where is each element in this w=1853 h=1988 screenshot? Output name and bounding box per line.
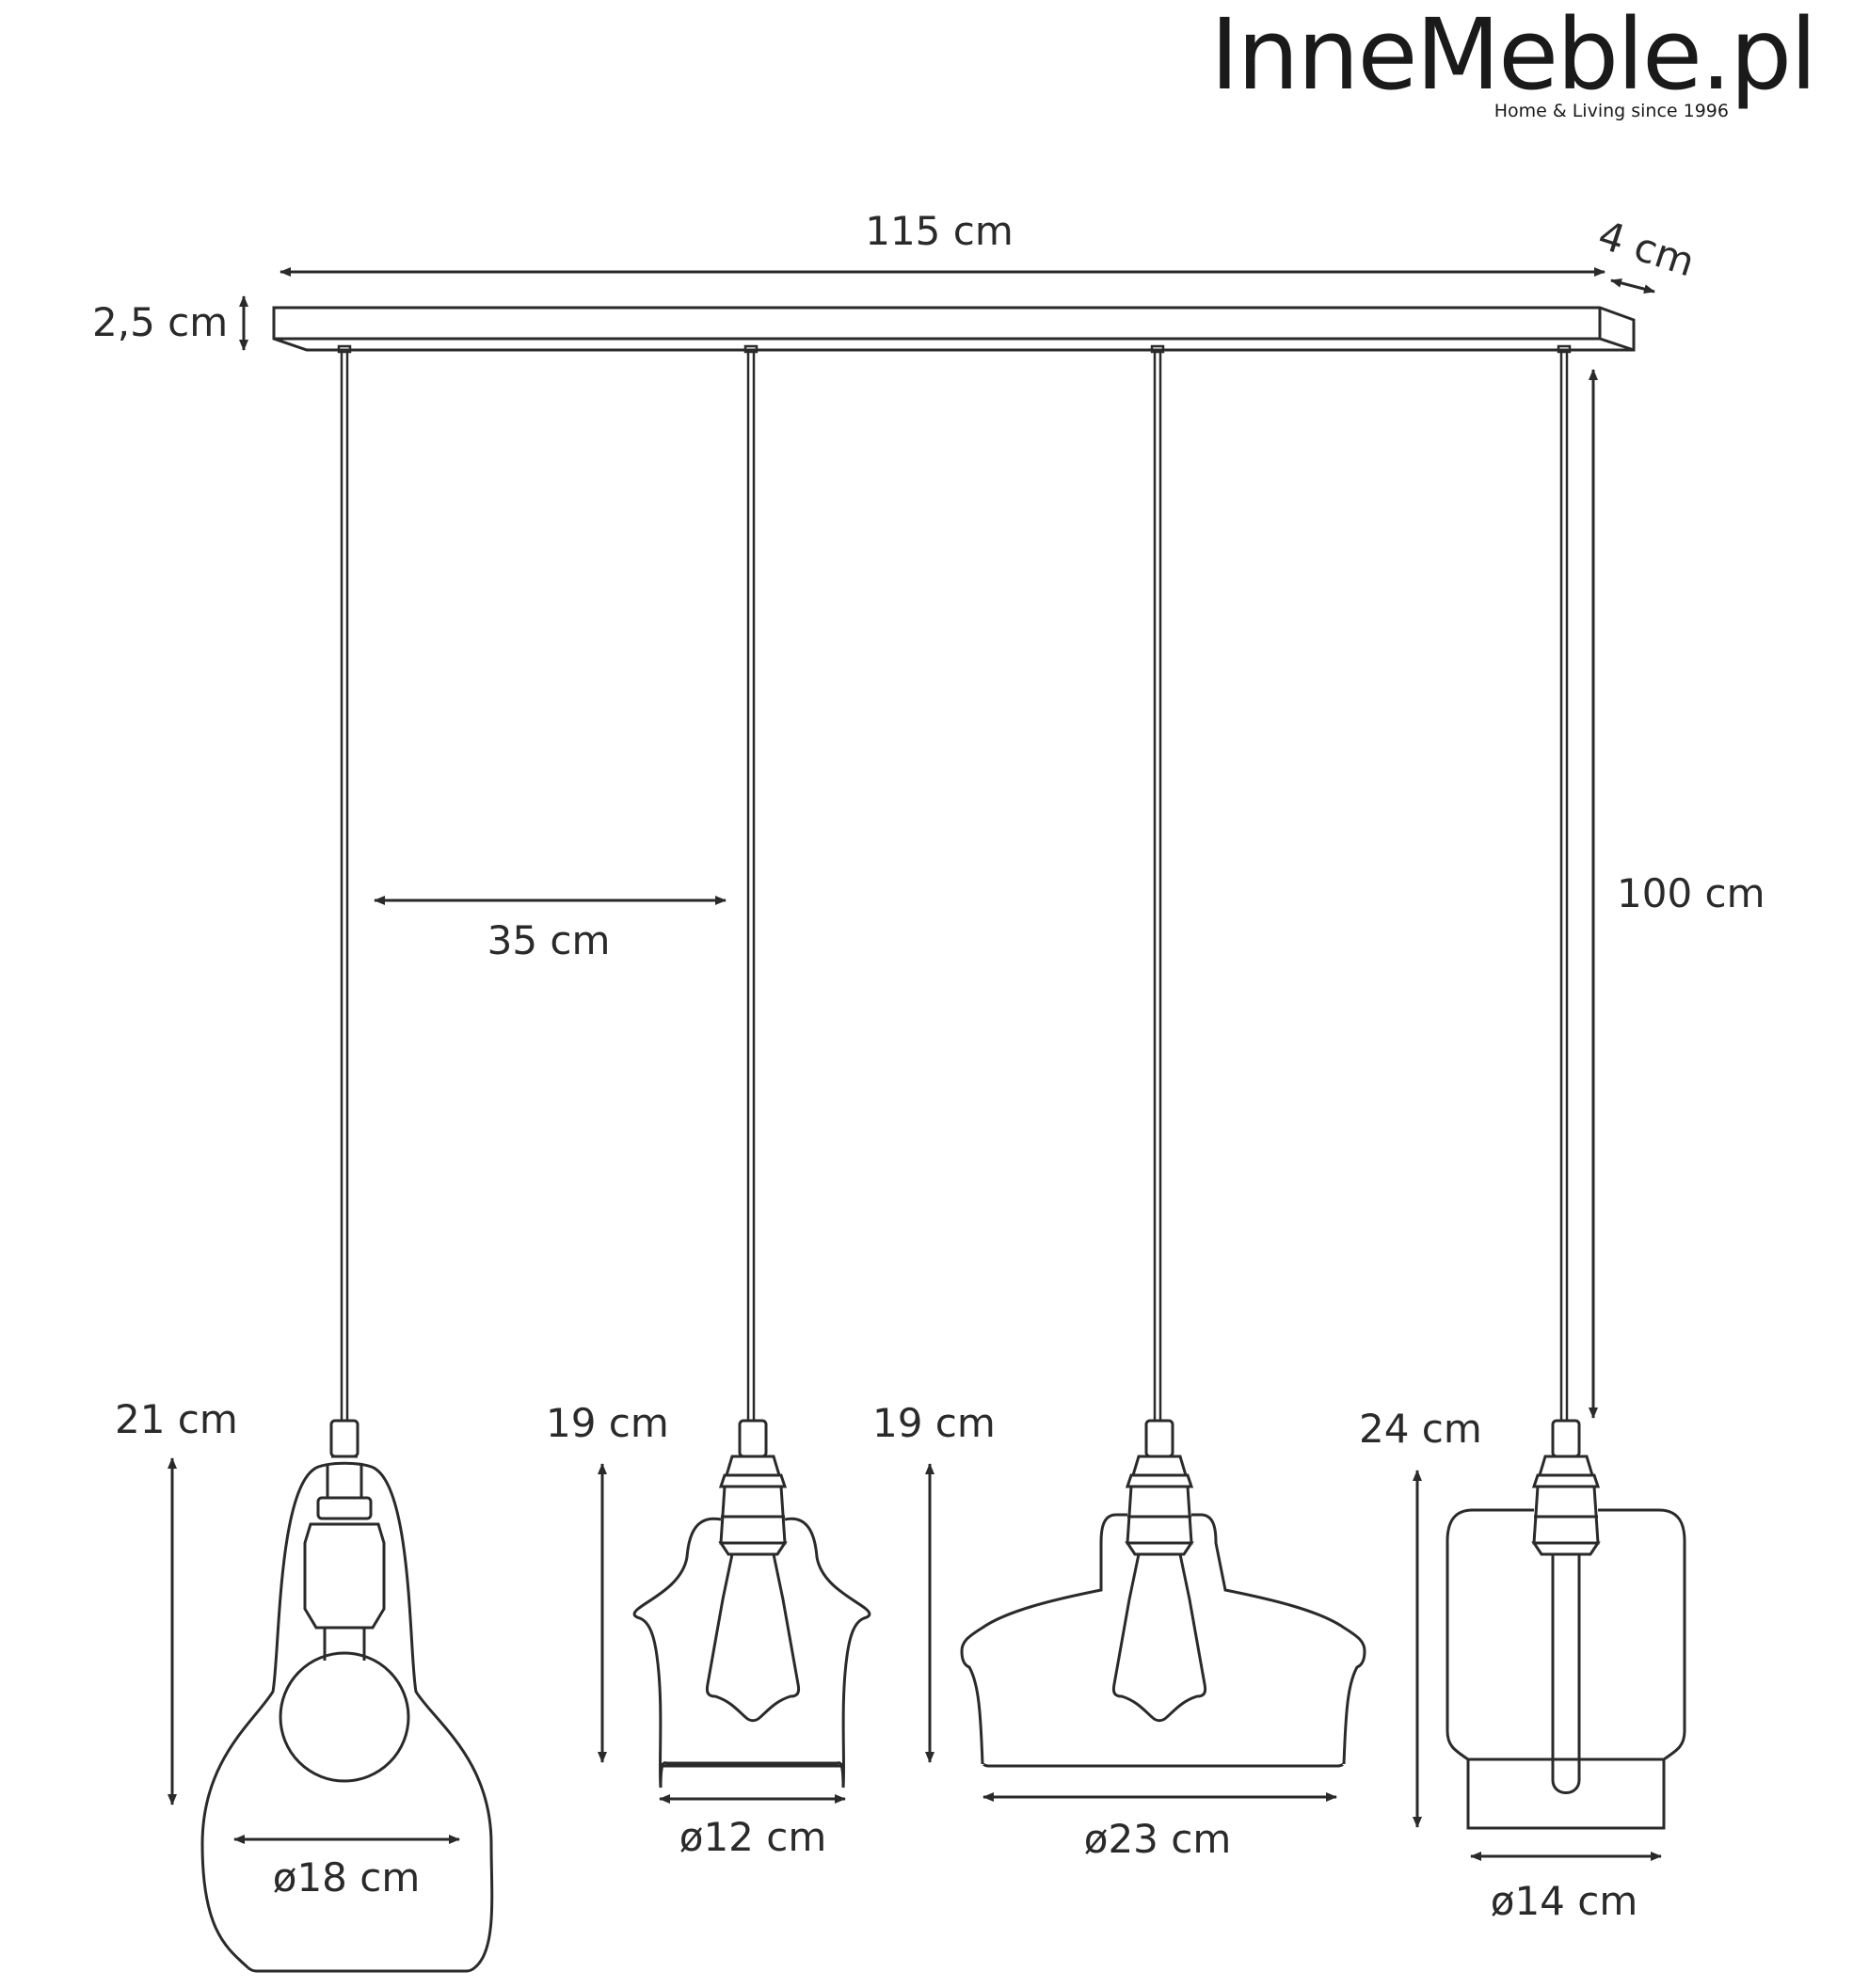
spacing-label: 35 cm (487, 917, 611, 963)
lamp-4-diameter-label: ø14 cm (1491, 1878, 1638, 1924)
dimension-lines (168, 267, 1662, 1861)
lamp-1-shade (200, 1419, 494, 1973)
lamp-4-height-label: 24 cm (1359, 1406, 1482, 1452)
lamp-1-height-label: 21 cm (115, 1396, 238, 1442)
depth-label: 4 cm (1592, 212, 1700, 286)
lamp-2-shade (632, 1419, 871, 1789)
width-label: 115 cm (865, 208, 1014, 254)
brand-logo: InneMeble.pl Home & Living since 1996 (1209, 0, 1817, 122)
lamp-3-shade (960, 1419, 1366, 1768)
ceiling-bar (272, 306, 1636, 352)
lamp-1-diameter-label: ø18 cm (273, 1854, 421, 1901)
lamp-3-diameter-label: ø23 cm (1084, 1816, 1232, 1862)
height-label: 2,5 cm (92, 299, 228, 345)
lamp-4-shade (1446, 1419, 1686, 1830)
cables (337, 344, 1572, 1421)
lamp-3-height-label: 19 cm (872, 1400, 996, 1446)
brand-name: InneMeble.pl (1209, 0, 1817, 112)
brand-tagline: Home & Living since 1996 (1494, 101, 1729, 122)
lamp-2-height-label: 19 cm (546, 1400, 669, 1446)
lamp-2-diameter-label: ø12 cm (679, 1814, 827, 1860)
cable-length-label: 100 cm (1617, 870, 1765, 916)
